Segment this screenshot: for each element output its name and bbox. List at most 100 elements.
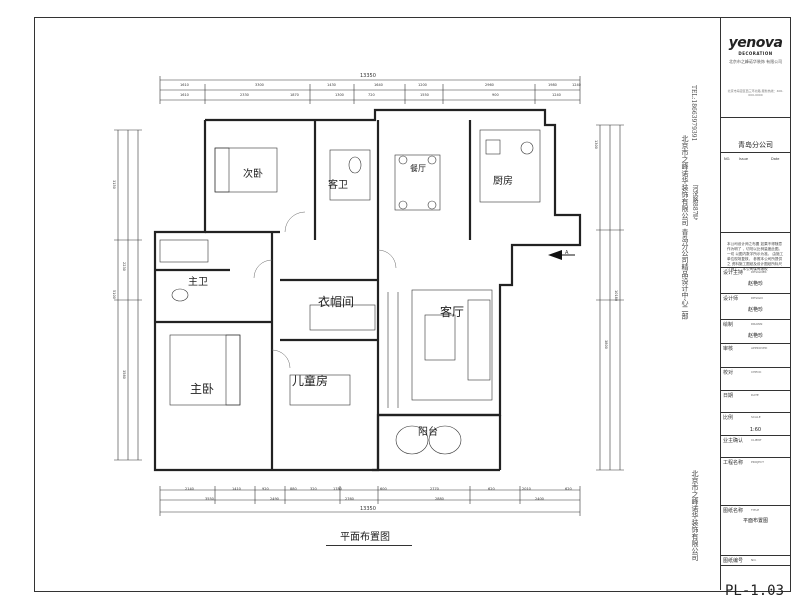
top-overall-dim: 13350 — [360, 73, 376, 79]
room-master-bedroom: 主卧 — [190, 382, 215, 396]
dim-label: 1550 — [420, 93, 429, 97]
door-swings — [253, 211, 397, 369]
field-label: 图纸编号 — [723, 558, 744, 564]
dim-label: 1410 — [232, 487, 241, 491]
field-sub: PROJECT — [751, 460, 764, 464]
divider — [721, 457, 790, 458]
field-label: 图纸名称 — [723, 508, 744, 514]
dim-label: 3150 — [112, 180, 116, 189]
field-sub: DESIGN — [751, 296, 763, 300]
bottom-overall-dim: 13350 — [360, 506, 376, 512]
dim-label: 3300 — [255, 83, 264, 87]
sheet-border — [34, 17, 791, 592]
watermark-vertical-1: 北京市之峰诺华装饰有限公司 青岛分公司精品设计中心二部 — [681, 135, 689, 320]
field-sub: NO. — [751, 558, 757, 562]
dim-label: 1610 — [180, 83, 189, 87]
watermark-vertical-2: TEL:18663979391 — [690, 85, 697, 142]
walls — [153, 108, 582, 472]
dim-label: 720 — [368, 93, 375, 97]
field-sub: APPROVED — [751, 346, 768, 350]
divider — [721, 343, 790, 344]
dim-label: 1980 — [548, 83, 557, 87]
dim-label: 320 — [310, 487, 317, 491]
top-dimension-lines — [159, 76, 581, 104]
room-cloakroom: 衣帽间 — [318, 295, 355, 309]
dim-label: 1300 — [335, 93, 344, 97]
room-master-bath: 主卫 — [188, 277, 208, 288]
dim-label: 1240 — [552, 93, 561, 97]
bottom-dimension-lines — [159, 486, 581, 516]
dim-label: 5100 — [112, 290, 116, 299]
dim-label: 3550 — [205, 497, 214, 501]
dim-label: 620 — [488, 487, 495, 491]
dim-label: 2330 — [240, 93, 249, 97]
dim-label: 1300 — [594, 140, 598, 149]
watermark-vertical-bottom: 北京市之峰诺华装饰有限公司 — [691, 470, 699, 561]
dim-label: 2760 — [345, 497, 354, 501]
room-balcony: 阳台 — [418, 427, 438, 438]
company-logo: yenova — [728, 35, 783, 51]
watermark-vertical-3: 河滨路887号 — [691, 185, 698, 221]
divider — [721, 293, 790, 294]
divider — [721, 232, 790, 233]
field-value: 赵艳珍 — [747, 307, 763, 313]
plan-title: 平面布置图 — [340, 532, 390, 543]
dim-label: 2960 — [485, 83, 494, 87]
dim-label: 1610 — [180, 93, 189, 97]
field-sub: DATE — [751, 393, 759, 397]
dim-label: 2010 — [522, 487, 531, 491]
drawing-number: PL-1.03 — [725, 583, 785, 599]
field-value: 赵艳珍 — [747, 333, 763, 339]
callout-label: A — [565, 250, 569, 256]
divider — [721, 319, 790, 320]
field-label: 审核 — [723, 346, 734, 352]
dim-label: 3800 — [604, 340, 608, 349]
dim-label: 1870 — [290, 93, 299, 97]
dim-label: 920 — [262, 487, 269, 491]
dim-label: 1240 — [572, 83, 581, 87]
field-label: 日期 — [723, 393, 734, 399]
dim-label: 600 — [380, 487, 387, 491]
title-block: yenova DECORATION 北京市之峰诺华装饰 有限公司 北京市海淀区西… — [720, 17, 790, 599]
dim-label: 2490 — [270, 497, 279, 501]
branch-name: 青岛分公司 — [738, 141, 773, 149]
dim-label: 10180 — [614, 290, 618, 302]
dim-label: 2770 — [430, 487, 439, 491]
divider — [721, 412, 790, 413]
side-dimension-lines — [114, 124, 624, 471]
field-value: 1:60 — [749, 427, 762, 433]
dim-label: 2140 — [185, 487, 194, 491]
dim-label: 3580 — [122, 370, 126, 379]
dim-label: 1640 — [374, 83, 383, 87]
room-kids: 儿童房 — [292, 374, 329, 388]
divider — [721, 117, 790, 118]
divider — [721, 152, 790, 153]
divider — [721, 390, 790, 391]
field-label: 设计主持 — [723, 270, 744, 276]
company-logo-sub: DECORATION — [738, 51, 773, 56]
room-dining: 餐厅 — [410, 164, 426, 173]
field-value: 赵艳珍 — [747, 281, 763, 287]
field-label: 工程名称 — [723, 460, 744, 466]
field-sub: CLIENT — [751, 438, 762, 442]
furniture — [159, 129, 541, 455]
field-sub: CHECK — [751, 370, 762, 374]
dim-label: 1200 — [418, 83, 427, 87]
rev-label: Date — [771, 157, 780, 161]
title-underline — [326, 545, 412, 546]
field-label: 设计师 — [723, 296, 739, 302]
divider — [721, 435, 790, 436]
field-value: 平面布置图 — [742, 518, 768, 524]
rev-label: NO. — [724, 157, 731, 161]
rev-label: Issue — [739, 157, 749, 161]
dim-label: 620 — [565, 487, 572, 491]
room-guest-bath: 客卫 — [328, 180, 348, 191]
divider — [721, 505, 790, 506]
dim-label: 900 — [492, 93, 499, 97]
room-bedroom-2: 次卧 — [243, 169, 263, 180]
dim-label: 2400 — [535, 497, 544, 501]
field-label: 比例 — [723, 415, 734, 421]
field-sub: DRAWN — [751, 322, 763, 326]
divider — [721, 565, 790, 566]
